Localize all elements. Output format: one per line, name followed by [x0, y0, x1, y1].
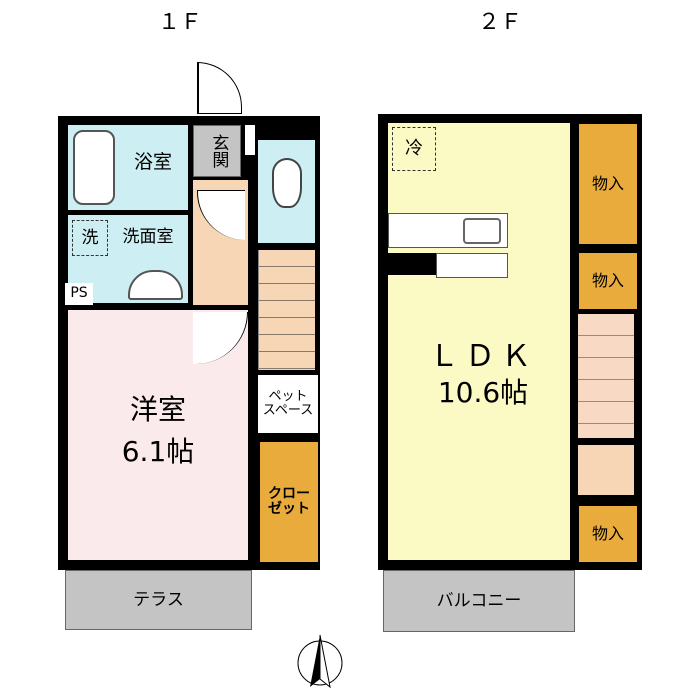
washroom-label: 洗面室: [122, 227, 174, 248]
storage-1: 物入: [577, 122, 639, 246]
bathroom: 浴室: [68, 125, 188, 210]
bath-label: 浴室: [133, 151, 172, 174]
entrance: 玄関: [193, 125, 241, 177]
kitchen-sink-icon: [463, 218, 501, 244]
ldk: 冷 ＬＤＫ 10.6帖: [388, 123, 570, 560]
fridge-icon: 冷: [392, 127, 436, 171]
terrace: テラス: [65, 570, 252, 630]
storage-2: 物入: [577, 251, 639, 311]
stairs-2f: [578, 314, 634, 438]
ps-label: PS: [65, 283, 93, 305]
stairs-1f: [258, 250, 315, 370]
bathtub-icon: [73, 130, 115, 205]
floor-label-1f: １Ｆ: [157, 9, 202, 35]
washer-icon: 洗: [72, 220, 108, 256]
floor-1f: 浴室 玄関 洗 洗面室 PS 洋室 6.1帖 ペット スペース クロー ゼット …: [0, 0, 350, 640]
western-room: 洋室 6.1帖: [68, 310, 248, 560]
hallway: [193, 180, 248, 305]
ldk-label: ＬＤＫ: [429, 338, 537, 374]
entrance-label: 玄関: [208, 134, 229, 168]
western-room-label: 洋室: [129, 392, 186, 426]
kitchen-counter: [388, 213, 508, 248]
toilet-icon: [272, 158, 302, 208]
floor-2f: 冷 ＬＤＫ 10.6帖 物入 物入 物入 バルコニー: [378, 114, 642, 632]
ldk-size: 10.6帖: [437, 375, 529, 409]
western-room-size: 6.1帖: [121, 434, 195, 468]
balcony: バルコニー: [383, 570, 575, 632]
north-arrow-icon: [297, 634, 343, 689]
pet-space: ペット スペース: [258, 375, 318, 433]
floor-label-2f: ２Ｆ: [477, 9, 522, 35]
storage-3: 物入: [577, 504, 639, 564]
closet: クロー ゼット: [258, 440, 320, 564]
toilet: [258, 140, 315, 243]
